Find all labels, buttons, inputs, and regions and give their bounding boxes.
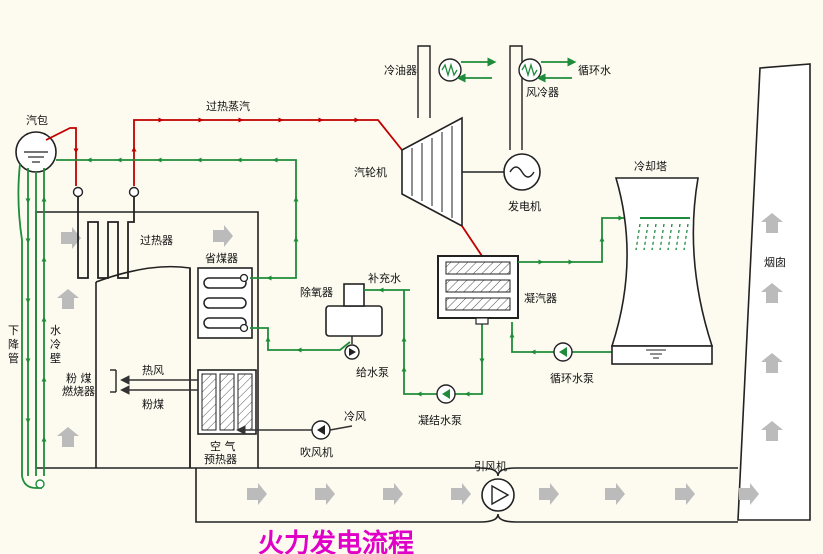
label-condensate-pump: 凝结水泵: [418, 413, 462, 427]
label-cold-air: 冷风: [344, 410, 366, 423]
label-condenser: 凝汽器: [524, 291, 557, 305]
label-generator: 发电机: [508, 199, 541, 213]
flue-duct: [195, 467, 759, 523]
feedwater-line: [56, 157, 351, 353]
label-char: 壁: [50, 351, 61, 365]
label-pulverized-coal: 粉煤: [142, 398, 164, 411]
label-induced-fan: 引风机: [474, 459, 507, 473]
label-deaerator: 除氧器: [300, 285, 333, 299]
label-char: 管: [8, 351, 19, 365]
label-line: 预热器: [204, 453, 237, 466]
superheated-steam-line: [45, 117, 403, 186]
air-preheater: [197, 369, 257, 435]
label-cooling-tower: 冷却塔: [634, 160, 667, 173]
chimney: [737, 63, 811, 521]
label-char: 降: [8, 337, 19, 351]
turbine: [401, 45, 523, 257]
label-water-wall: 水冷壁: [50, 324, 61, 365]
label-char: 下: [8, 324, 19, 337]
label-blower: 吹风机: [300, 445, 333, 459]
label-char: 冷: [50, 338, 61, 351]
downcomer-water-wall-pipes: [17, 163, 47, 489]
label-downcomer: 下降管: [8, 324, 19, 365]
label-oil-cooler: 冷油器: [384, 63, 417, 77]
label-char: 水: [50, 324, 61, 337]
label-superheated-steam: 过热蒸汽: [206, 99, 250, 113]
condensate-pump: [436, 384, 456, 404]
label-superheater: 过热器: [140, 234, 173, 247]
condensate-line: [364, 287, 485, 397]
circulating-pump: [553, 342, 573, 362]
blower: [311, 420, 331, 440]
label-turbine: 汽轮机: [354, 165, 387, 179]
deaerator: [325, 283, 383, 344]
air-lines: [120, 375, 353, 435]
oil-cooler: [438, 57, 497, 83]
generator: [503, 153, 541, 191]
label-makeup-water: 补充水: [368, 271, 401, 285]
label-drum: 汽包: [26, 113, 48, 127]
condenser: [437, 255, 519, 325]
cooling-tower: [610, 177, 714, 365]
induced-draft-fan: [481, 478, 515, 512]
label-hot-air: 热风: [142, 364, 164, 377]
air-cooler: [518, 57, 577, 83]
label-line: 粉 煤: [66, 372, 92, 385]
economizer: [197, 267, 253, 339]
burner: [110, 369, 117, 393]
label-circulating-water: 循环水: [578, 64, 611, 77]
feed-pump: [344, 344, 360, 360]
circulating-water-line: [509, 215, 640, 355]
diagram-title: 火力发电流程: [258, 528, 414, 554]
label-feed-pump: 给水泵: [356, 366, 389, 379]
label-economizer: 省煤器: [205, 252, 238, 265]
label-circ-pump: 循环水泵: [550, 372, 594, 385]
label-line: 燃烧器: [62, 384, 95, 398]
steam-drum: [15, 131, 57, 173]
label-air-cooler: 风冷器: [526, 86, 559, 99]
label-chimney: 烟囱: [764, 255, 786, 269]
label-line: 空 气: [210, 439, 236, 453]
superheater: [72, 186, 140, 279]
